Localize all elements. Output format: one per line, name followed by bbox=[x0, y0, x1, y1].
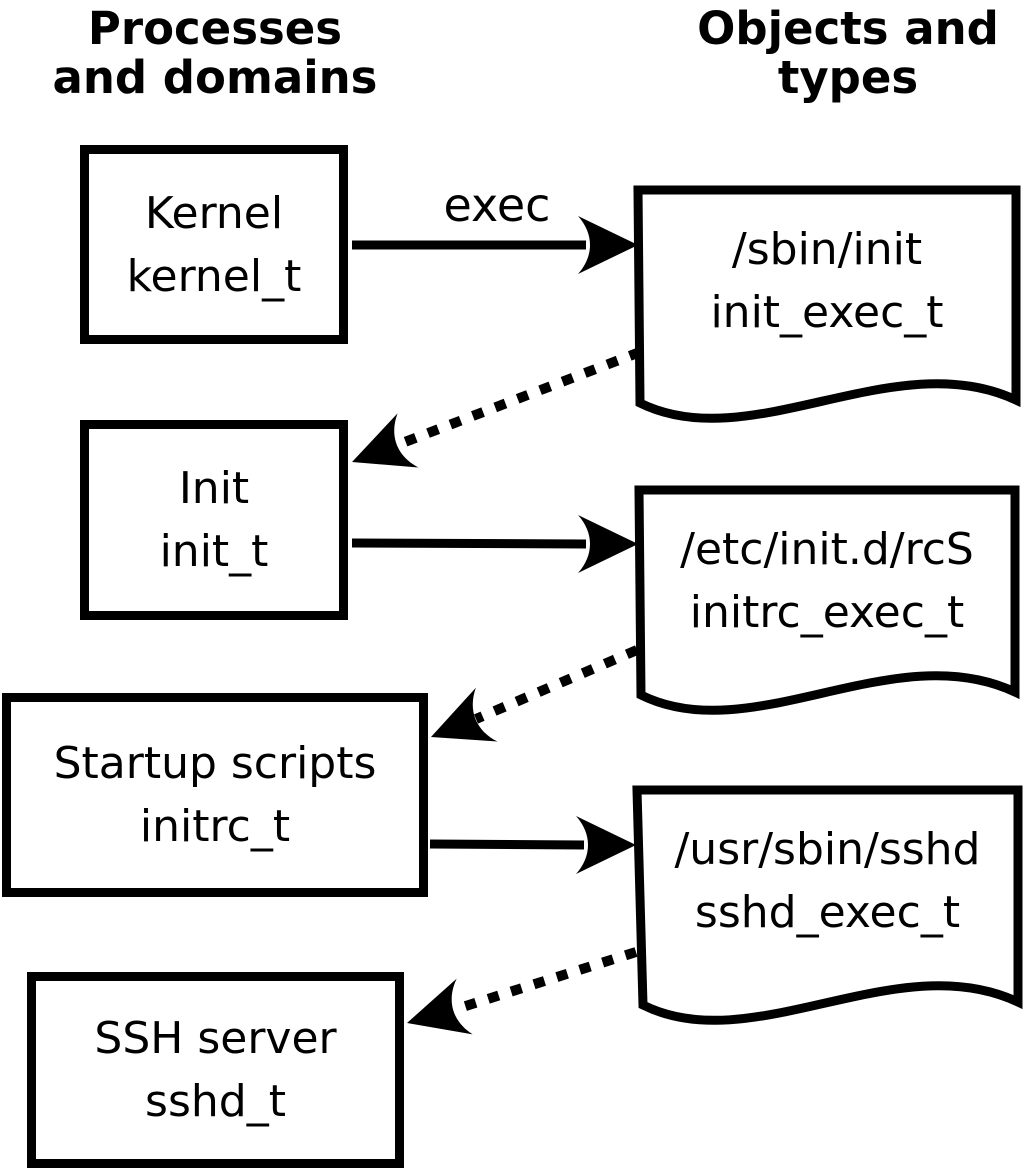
arrowhead-sbininit-to-init bbox=[352, 413, 419, 468]
column-heading-processes: Processes and domains bbox=[15, 4, 415, 102]
document-label-sbin-init: /sbin/init init_exec_t bbox=[638, 218, 1016, 344]
object-path: /etc/init.d/rcS bbox=[680, 524, 974, 575]
process-label: SSH server bbox=[94, 1013, 337, 1064]
document-label-usr-sbin-sshd: /usr/sbin/sshd sshd_exec_t bbox=[637, 818, 1018, 944]
arrowhead-initrc-to-sshd bbox=[576, 816, 636, 874]
process-label: Startup scripts bbox=[53, 738, 377, 789]
object-path: /usr/sbin/sshd bbox=[674, 824, 981, 875]
exec-edge-label: exec bbox=[443, 178, 551, 232]
process-type-label: initrc_t bbox=[139, 801, 291, 852]
process-label: Init bbox=[178, 463, 250, 514]
arrowhead-rcs-to-initrc bbox=[431, 687, 498, 742]
arrowhead-init-to-rcs bbox=[578, 515, 638, 573]
object-type-label: init_exec_t bbox=[710, 287, 944, 338]
object-type-label: initrc_exec_t bbox=[689, 587, 965, 638]
document-shape-etc-initd-rcs bbox=[634, 485, 1020, 715]
process-box-kernel: Kernel kernel_t bbox=[80, 145, 348, 344]
object-path: /sbin/init bbox=[731, 224, 923, 275]
process-box-ssh-server: SSH server sshd_t bbox=[27, 972, 404, 1168]
arrowhead-kernel-to-sbininit bbox=[578, 216, 638, 274]
process-box-init: Init init_t bbox=[80, 420, 348, 620]
dotted-arrow-sshdexec-to-sshd bbox=[451, 947, 638, 1015]
dotted-arrow-rcs-to-initrc bbox=[474, 645, 639, 724]
column-heading-objects: Objects and types bbox=[650, 4, 1024, 102]
process-type-label: kernel_t bbox=[126, 250, 302, 302]
heading-line: Objects and bbox=[697, 2, 999, 55]
process-type-label: sshd_t bbox=[145, 1076, 286, 1127]
solid-arrow-init-to-rcs bbox=[351, 538, 587, 549]
process-label: Kernel bbox=[144, 187, 284, 239]
arrowhead-sshdexec-to-sshd bbox=[407, 978, 473, 1035]
solid-arrow-initrc-to-sshd bbox=[429, 839, 585, 850]
heading-line: and domains bbox=[52, 51, 378, 104]
process-type-label: init_t bbox=[159, 526, 269, 577]
document-shape-usr-sbin-sshd bbox=[632, 785, 1023, 1025]
process-box-startup-scripts: Startup scripts initrc_t bbox=[2, 693, 428, 897]
document-shape-sbin-init bbox=[633, 185, 1021, 423]
object-type-label: sshd_exec_t bbox=[694, 887, 961, 938]
heading-line: types bbox=[777, 51, 919, 104]
dotted-arrow-sbininit-to-init bbox=[395, 347, 642, 450]
document-label-etc-initd-rcs: /etc/init.d/rcS initrc_exec_t bbox=[639, 518, 1015, 644]
heading-line: Processes bbox=[87, 2, 343, 55]
